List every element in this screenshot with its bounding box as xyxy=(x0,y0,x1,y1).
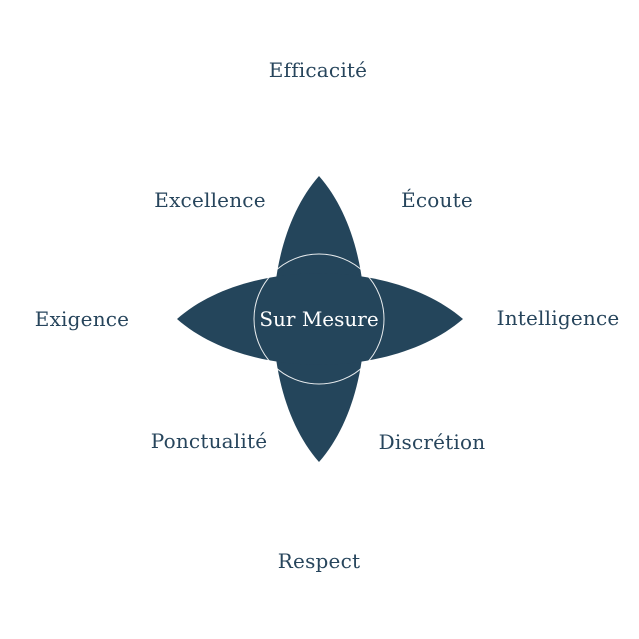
value-label-bottom-right: Discrétion xyxy=(378,430,486,454)
value-label-bottom: Respect xyxy=(277,549,361,573)
center-ring xyxy=(253,253,385,385)
value-label-top-left: Excellence xyxy=(154,188,266,212)
value-label-right: Intelligence xyxy=(496,306,620,330)
value-label-left: Exigence xyxy=(34,307,130,331)
center-label: Sur Mesure xyxy=(259,307,379,331)
value-label-top-right: Écoute xyxy=(401,188,473,212)
value-label-top: Efficacité xyxy=(268,58,368,82)
value-label-bottom-left: Ponctualité xyxy=(150,429,268,453)
horizontal-petal xyxy=(177,273,463,365)
